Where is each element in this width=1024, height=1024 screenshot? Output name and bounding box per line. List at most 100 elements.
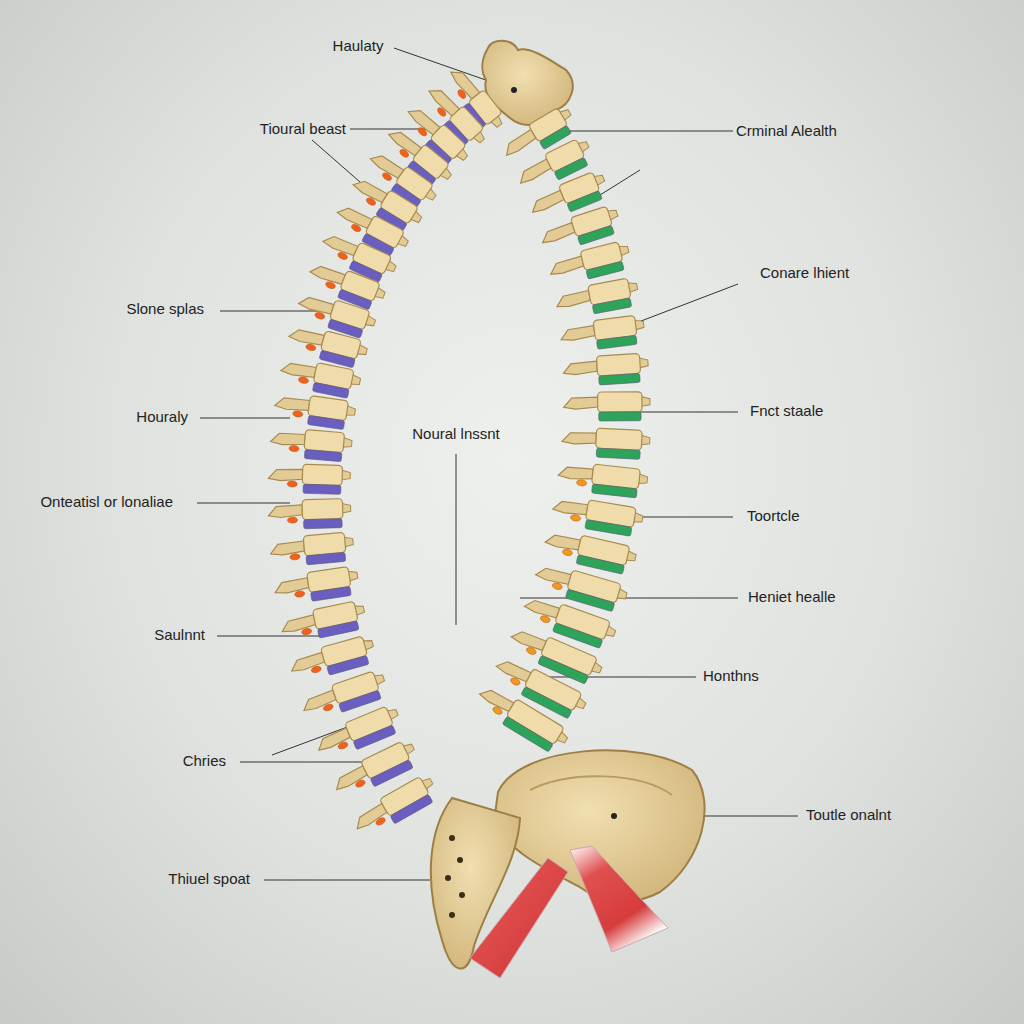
intervertebral-disc <box>502 716 553 752</box>
vertebra <box>557 460 649 499</box>
facet-joint <box>570 514 581 522</box>
facet-joint <box>510 677 522 687</box>
part-label: Toortcle <box>747 507 800 525</box>
intervertebral-disc <box>390 794 433 823</box>
leader-lines <box>197 48 798 880</box>
facet-joint <box>287 481 297 487</box>
spinous-process <box>552 499 588 516</box>
part-label: Toutle onalnt <box>806 806 891 824</box>
spinous-process <box>560 326 595 342</box>
vertebra <box>542 528 638 577</box>
intervertebral-disc <box>577 225 614 245</box>
intervertebral-disc <box>304 450 342 462</box>
leader-line <box>264 880 430 881</box>
facet-joint <box>289 445 299 452</box>
spinous-process <box>352 803 388 830</box>
intervertebral-disc <box>592 484 638 498</box>
part-label: Onteatisl or lonaliae <box>40 493 173 511</box>
vertebra <box>285 322 369 370</box>
sacral-foramen <box>459 892 465 898</box>
part-label: Noural lnssnt <box>412 425 500 443</box>
vertebra <box>561 426 650 459</box>
spinous-process <box>548 256 584 276</box>
part-label: Thiuel spoat <box>168 870 250 888</box>
vertebra <box>273 565 360 606</box>
facet-joint <box>355 779 367 789</box>
intervertebral-disc <box>370 760 413 787</box>
sacral-foramen <box>445 875 451 881</box>
leader-line <box>220 311 318 312</box>
facet-joint <box>381 171 393 182</box>
spinous-process <box>558 465 593 481</box>
leader-line <box>200 418 290 419</box>
intervertebral-disc <box>327 656 369 676</box>
facet-joint <box>323 703 334 712</box>
iliac-crest <box>530 776 672 795</box>
sacral-foramen <box>449 912 455 918</box>
facet-joint <box>456 88 467 100</box>
vertebral-body <box>303 532 346 556</box>
spinous-process <box>563 361 598 375</box>
intervertebral-disc <box>353 725 396 750</box>
spinous-process <box>270 541 305 556</box>
spinous-process <box>332 766 368 792</box>
vertebral-body <box>302 499 343 520</box>
part-label: Chries <box>183 752 226 770</box>
intervertebral-disc <box>312 382 349 398</box>
spinous-process <box>274 396 309 413</box>
facet-joint <box>375 816 387 826</box>
part-label: Haulaty <box>333 37 384 55</box>
vertebra <box>269 427 352 463</box>
part-label: Houraly <box>136 408 188 426</box>
vertebra <box>269 532 354 568</box>
intervertebral-disc <box>599 373 641 385</box>
intervertebral-disc <box>599 412 641 421</box>
facet-joint <box>525 646 537 655</box>
part-label: Saulnnt <box>154 626 205 644</box>
leader-line <box>530 677 696 678</box>
intervertebral-disc <box>317 621 359 638</box>
part-label: Tioural beast <box>260 120 346 138</box>
spinous-process <box>301 690 337 712</box>
spinous-process <box>540 223 576 245</box>
facet-joint <box>552 582 563 591</box>
spinous-process <box>562 431 597 445</box>
part-label: Heniet healle <box>748 588 836 606</box>
spinous-process <box>289 652 325 673</box>
facet-joint <box>350 223 362 233</box>
vertebra <box>564 392 651 422</box>
facet-joint <box>436 106 447 117</box>
vertebral-body <box>302 464 342 485</box>
spinous-process <box>268 505 302 518</box>
facet-joint <box>365 196 377 206</box>
spinous-process <box>288 327 324 347</box>
vertebra <box>472 681 571 757</box>
facet-joint <box>290 553 300 560</box>
spinous-process <box>535 565 571 586</box>
vertebra <box>550 494 644 538</box>
spinous-process <box>529 190 565 214</box>
facet-joint <box>337 741 349 750</box>
spinous-process <box>280 361 316 380</box>
facet-joint <box>311 665 322 673</box>
intervertebral-disc <box>339 690 382 712</box>
vertebra <box>268 463 351 494</box>
vertebra <box>350 773 441 842</box>
facet-joint <box>540 615 551 624</box>
muscle <box>470 858 568 978</box>
spinous-process <box>545 532 581 551</box>
intervertebral-disc <box>585 520 632 537</box>
spinous-process <box>315 728 351 752</box>
facet-joint <box>301 628 312 636</box>
spinous-process <box>268 468 302 481</box>
intervertebral-disc <box>306 552 346 564</box>
leader-line <box>520 598 738 599</box>
facet-joint <box>298 376 309 384</box>
facet-joint <box>337 251 349 261</box>
spinous-process <box>555 290 591 308</box>
spinous-process <box>270 432 305 447</box>
intervertebral-disc <box>304 519 343 529</box>
vertebral-body <box>304 430 345 453</box>
intervertebral-disc <box>311 586 352 601</box>
